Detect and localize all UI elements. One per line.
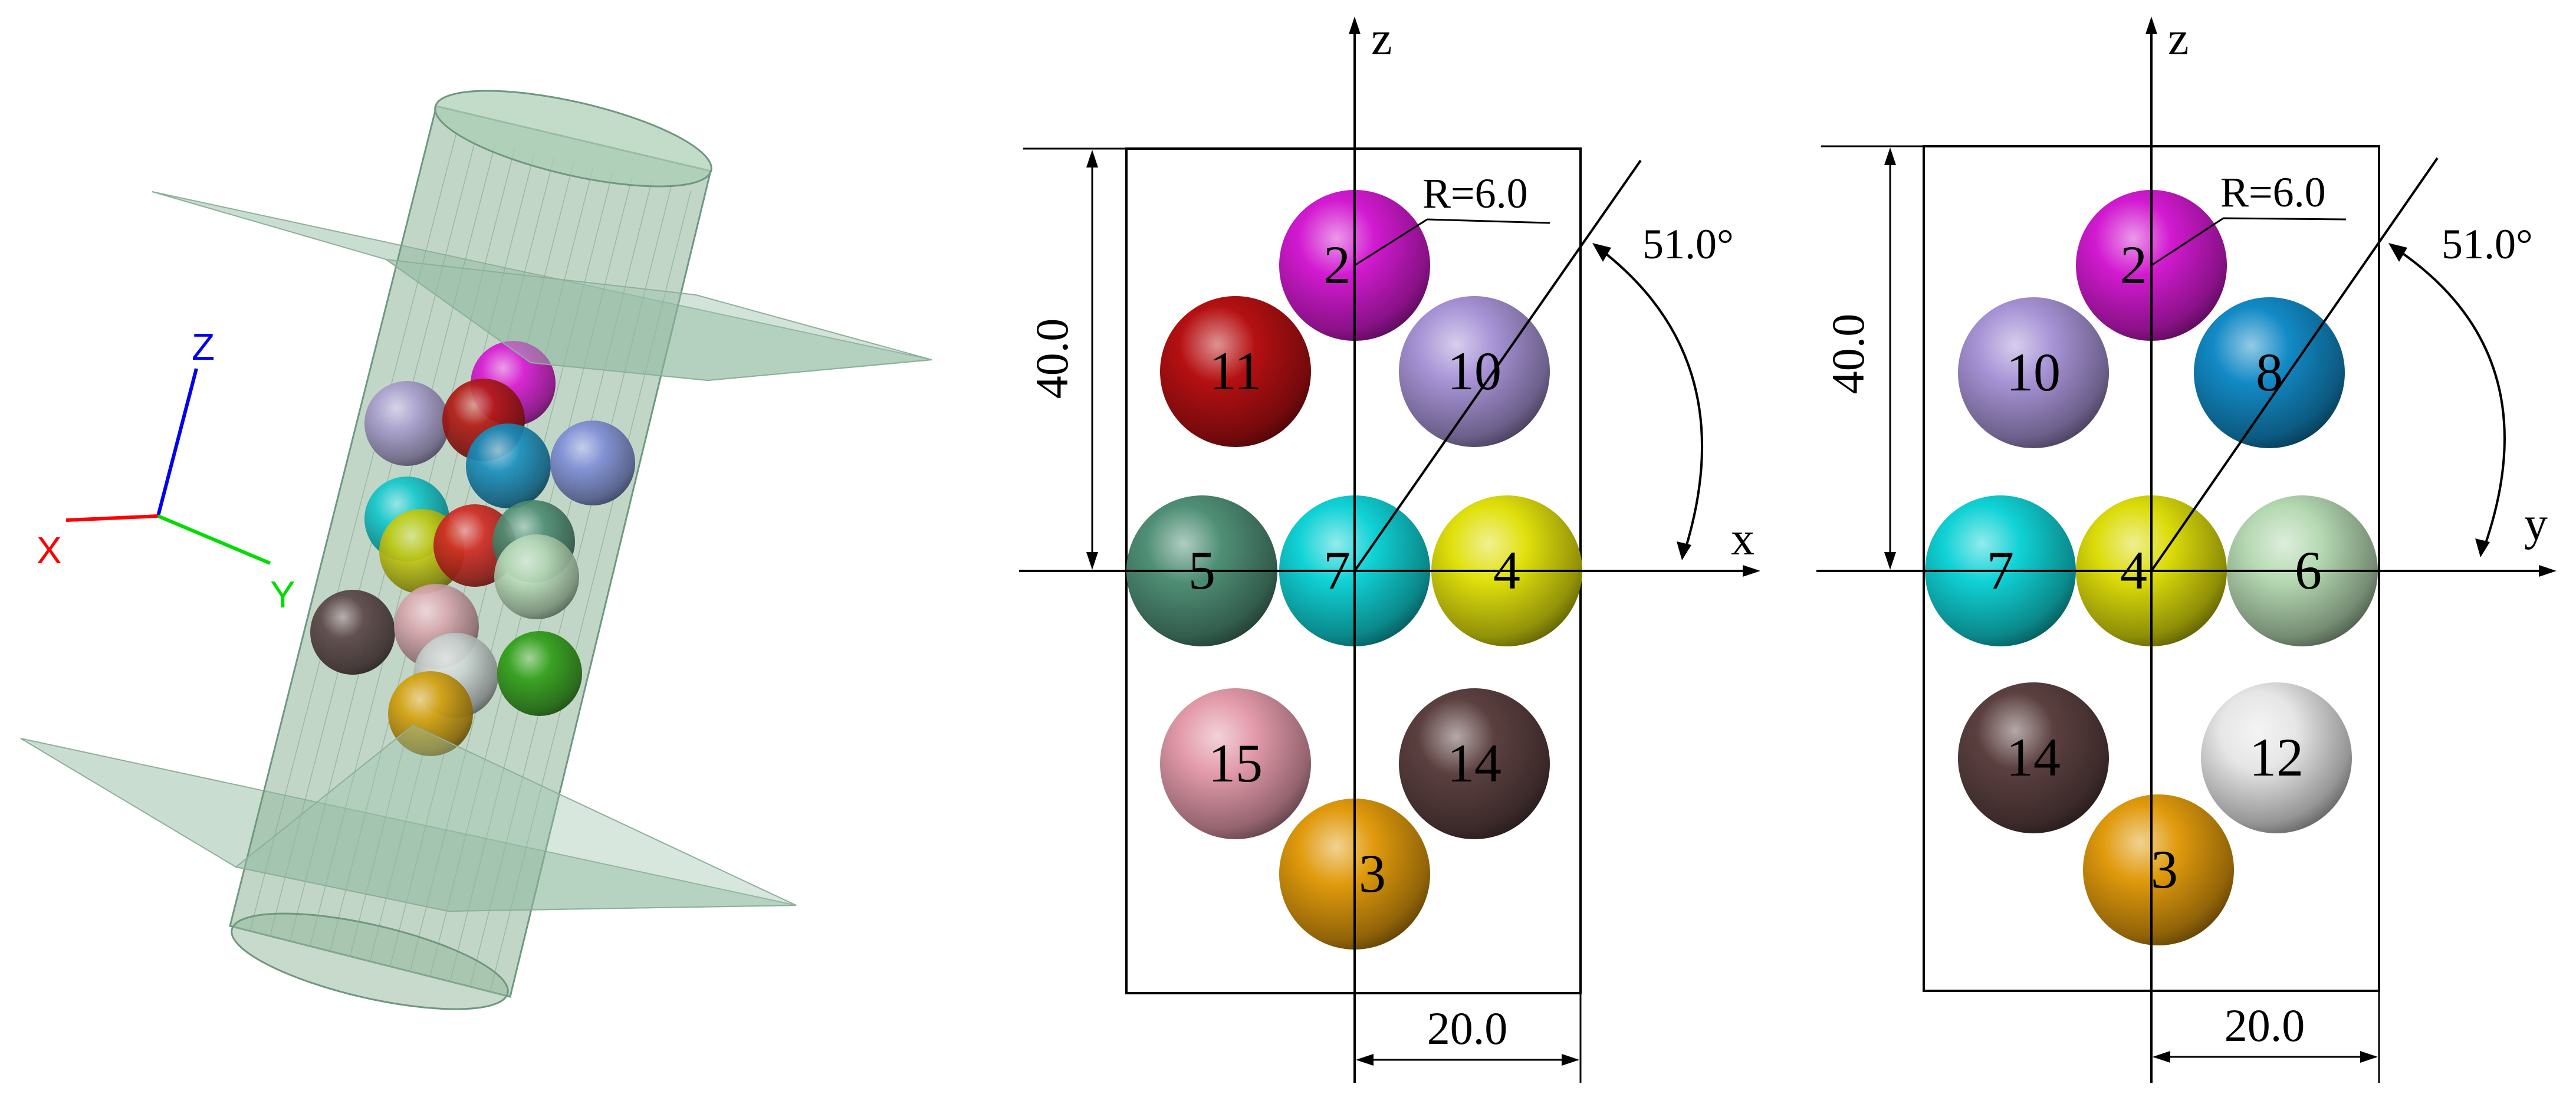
xz-sphere-label-10: 10 bbox=[1447, 341, 1501, 401]
triad-x-label: X bbox=[37, 529, 62, 571]
yz-arc-arrow-bottom bbox=[2475, 538, 2490, 557]
xz-width-label: 20.0 bbox=[1427, 1003, 1508, 1054]
yz-angle-label: 51.0° bbox=[2442, 221, 2533, 268]
yz-radius-label: R=6.0 bbox=[2220, 169, 2326, 216]
cylinder-bottom-cap bbox=[231, 912, 509, 1010]
upper-cut-plane-front bbox=[384, 258, 932, 382]
sphere-3d bbox=[388, 671, 473, 756]
view-3d-panel: Z X Y bbox=[20, 90, 932, 1010]
triad-y-label: Y bbox=[270, 573, 295, 616]
yz-angle-line bbox=[2150, 157, 2439, 572]
yz-sphere-label-8: 8 bbox=[2256, 342, 2283, 402]
sphere-3d bbox=[497, 631, 582, 716]
xz-sphere-label-3: 3 bbox=[1359, 843, 1386, 904]
sphere-3d bbox=[433, 504, 516, 587]
yz-vertical-arrowhead bbox=[2145, 17, 2157, 34]
cylinder-facet-line bbox=[249, 134, 456, 931]
xz-radius-label: R=6.0 bbox=[1422, 170, 1528, 217]
xz-sphere-10 bbox=[1399, 296, 1550, 447]
xz-height-arrow-top bbox=[1086, 150, 1098, 167]
xz-height-label: 40.0 bbox=[1026, 318, 1077, 399]
yz-sphere-label-3: 3 bbox=[2151, 839, 2178, 899]
yz-angle-arc bbox=[2393, 247, 2506, 552]
lower-cut-plane-front bbox=[234, 724, 797, 912]
yz-height-arrow-bottom bbox=[1884, 552, 1896, 570]
triad-y-axis bbox=[157, 514, 271, 565]
xz-arc-arrow-bottom bbox=[1677, 541, 1691, 560]
triad-z-label: Z bbox=[192, 326, 215, 368]
yz-vertical-axis-label: z bbox=[2168, 13, 2189, 65]
yz-width-arrow-right bbox=[2360, 1051, 2378, 1063]
xz-horizontal-axis-label: x bbox=[1731, 513, 1754, 565]
cylinder-top-cap bbox=[434, 90, 712, 188]
yz-horizontal-arrowhead bbox=[2539, 565, 2557, 577]
yz-sphere-label-14: 14 bbox=[2006, 727, 2061, 787]
sphere-3d bbox=[364, 381, 449, 466]
xz-vertical-arrowhead bbox=[1349, 17, 1361, 34]
sphere-3d bbox=[494, 534, 579, 619]
xz-sphere-11 bbox=[1160, 296, 1311, 447]
yz-radius-leader bbox=[2151, 217, 2224, 267]
xz-sphere-14 bbox=[1399, 688, 1550, 839]
xz-radius-leader bbox=[1354, 218, 1428, 267]
yz-horizontal-axis-label: y bbox=[2524, 498, 2548, 550]
yz-height-label: 40.0 bbox=[1822, 314, 1874, 395]
yz-sphere-3 bbox=[2083, 794, 2234, 945]
yz-sphere-label-10: 10 bbox=[2006, 342, 2061, 402]
sphere-3d bbox=[310, 590, 395, 675]
yz-arc-arrow-top bbox=[2388, 243, 2407, 262]
yz-width-label: 20.0 bbox=[2225, 1000, 2305, 1051]
xz-sphere-label-2: 2 bbox=[1323, 235, 1351, 295]
xz-horizontal-arrowhead bbox=[1743, 565, 1760, 577]
sphere-3d bbox=[466, 423, 551, 508]
axis-triad: Z X Y bbox=[37, 326, 295, 616]
yz-width-arrow-left bbox=[2153, 1051, 2170, 1063]
xz-arc-arrow-top bbox=[1592, 243, 1611, 262]
yz-sphere-label-12: 12 bbox=[2249, 727, 2304, 787]
cylinder-facet-line bbox=[489, 189, 692, 992]
xz-radius-leader-tail bbox=[1427, 218, 1550, 224]
sphere-3d bbox=[550, 421, 635, 505]
xz-width-arrow-left bbox=[1356, 1054, 1374, 1066]
triad-x-axis bbox=[65, 514, 159, 522]
xz-width-arrow-right bbox=[1562, 1054, 1579, 1066]
xz-sphere-label-11: 11 bbox=[1210, 341, 1262, 401]
packed-spheres-3d bbox=[310, 341, 635, 756]
xz-vertical-axis-label: z bbox=[1371, 13, 1392, 65]
yz-sphere-10 bbox=[1958, 297, 2109, 448]
xz-height-arrow-bottom bbox=[1086, 552, 1098, 570]
triad-z-axis bbox=[156, 368, 198, 517]
xz-sphere-15 bbox=[1160, 688, 1311, 839]
xz-angle-arc bbox=[1597, 247, 1703, 555]
xz-sphere-label-15: 15 bbox=[1208, 733, 1263, 793]
yz-sphere-8 bbox=[2194, 297, 2345, 448]
yz-sphere-label-2: 2 bbox=[2120, 235, 2147, 295]
xz-sphere-label-14: 14 bbox=[1447, 733, 1501, 793]
yz-radius-leader-tail bbox=[2223, 217, 2347, 221]
yz-sphere-14 bbox=[1958, 682, 2109, 833]
yz-height-arrow-top bbox=[1884, 147, 1896, 165]
xz-angle-line bbox=[1353, 159, 1642, 572]
yz-sphere-12 bbox=[2201, 682, 2352, 833]
xz-angle-label: 51.0° bbox=[1642, 221, 1734, 268]
